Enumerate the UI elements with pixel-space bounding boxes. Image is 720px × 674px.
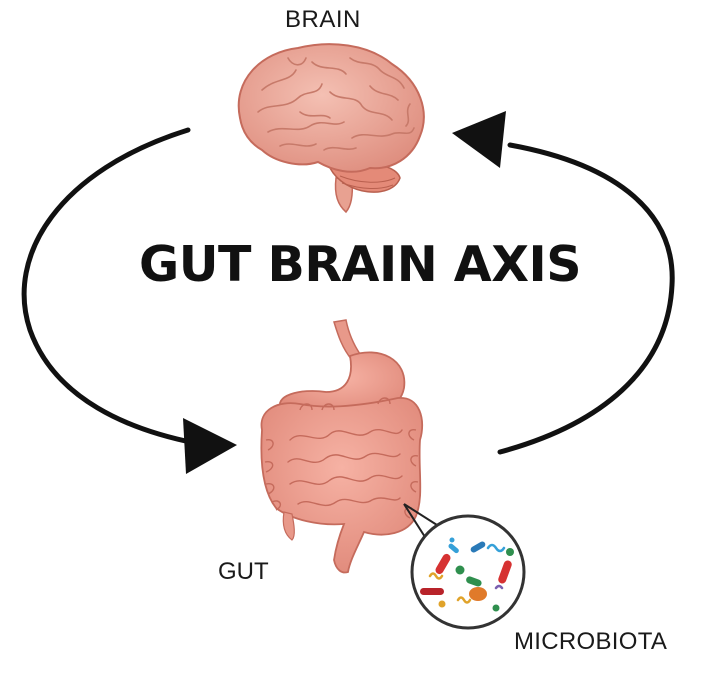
microbiota-label: MICROBIOTA [514,628,668,655]
gut-label: GUT [218,558,269,585]
right-arc [497,142,675,455]
diagram-title: GUT BRAIN AXIS [138,236,582,293]
brain-illustration [237,43,425,214]
microbiota-magnifier-icon [410,514,526,630]
left-cycle-arrow [21,127,237,474]
left-arrowhead [183,418,237,474]
right-cycle-arrow [452,111,675,455]
digestive-system-illustration [260,319,424,574]
brain-label: BRAIN [285,6,361,33]
left-arc [21,127,198,446]
right-arrowhead [452,111,506,168]
